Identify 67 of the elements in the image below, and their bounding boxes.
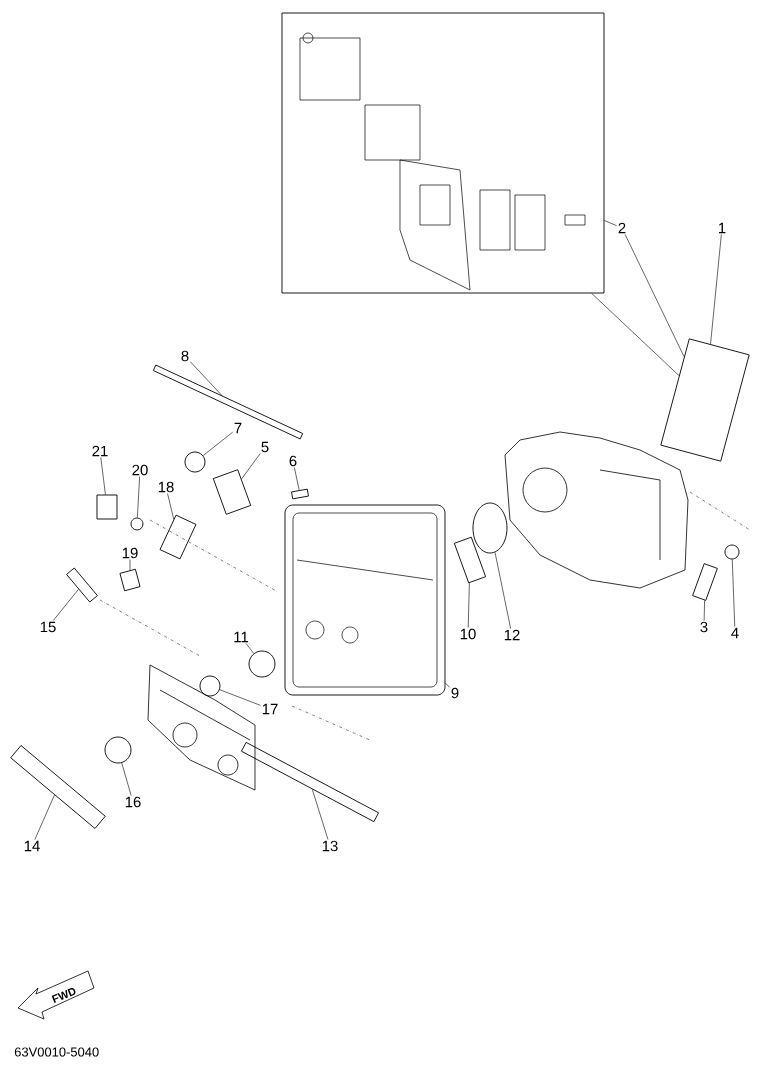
- joint-drawing: [184, 451, 206, 473]
- callout-number: 6: [289, 455, 297, 467]
- callout-number: 1: [719, 222, 726, 234]
- callout-number: 20: [132, 464, 148, 476]
- leader-line: [591, 293, 680, 376]
- inset-frame: [281, 12, 605, 294]
- leader-line: [219, 689, 261, 706]
- rod-drawing: [152, 364, 304, 440]
- arrow-label: FWD: [51, 988, 76, 1003]
- callout-number: 19: [122, 547, 138, 559]
- leader-line: [703, 600, 705, 621]
- leader-line: [202, 431, 233, 456]
- callout-number: 17: [262, 703, 278, 715]
- leader-line: [445, 682, 450, 688]
- pin-drawing: [291, 488, 309, 500]
- callout-number: 15: [40, 621, 56, 633]
- bolt-drawing: [241, 741, 379, 823]
- callout-number: 16: [125, 796, 141, 808]
- leader-line: [34, 794, 55, 840]
- bolt-drawing: [692, 563, 718, 601]
- washer-drawing: [724, 544, 740, 560]
- leader-line: [710, 234, 722, 345]
- callout-number: 11: [234, 631, 248, 643]
- callout-number: 9: [451, 687, 459, 699]
- callout-number: 14: [24, 840, 40, 852]
- lever-drawing: [159, 514, 197, 560]
- leader-line: [190, 361, 222, 396]
- callout-number: 10: [460, 628, 476, 640]
- muffler-drawing: [284, 504, 446, 696]
- leader-line: [312, 789, 329, 840]
- callout-number: 8: [181, 350, 189, 362]
- leader-line: [167, 493, 174, 520]
- leader-line: [241, 453, 261, 480]
- reed-valve-drawing: [660, 338, 750, 462]
- callout-number: 21: [92, 445, 108, 457]
- leader-line: [121, 762, 132, 796]
- callout-number: 4: [731, 627, 739, 639]
- leader-line: [137, 476, 140, 518]
- callout-number: 7: [234, 422, 242, 434]
- leader-line: [52, 589, 79, 621]
- leader-line: [245, 643, 255, 654]
- plug-drawing: [104, 736, 132, 764]
- bolt-drawing: [453, 536, 487, 584]
- link-drawing: [119, 568, 141, 592]
- leader-line: [294, 467, 300, 491]
- leader-line: [731, 559, 736, 627]
- leader-line: [494, 552, 511, 629]
- leader-line: [129, 559, 131, 571]
- callout-number: 12: [504, 629, 520, 641]
- part-code: 63V0010-5040: [14, 1047, 99, 1057]
- callout-number: 18: [158, 481, 174, 493]
- o-ring-drawing: [472, 502, 508, 554]
- hose-drawing: [66, 567, 98, 603]
- leader-line: [604, 220, 617, 226]
- callout-number: 5: [261, 441, 269, 453]
- callout-number: 2: [618, 222, 626, 234]
- clip-drawing: [199, 675, 221, 697]
- callout-number: 3: [700, 621, 708, 633]
- leader-line: [100, 457, 106, 495]
- leader-line: [624, 234, 685, 357]
- leader-line: [467, 582, 470, 628]
- washer-drawing: [130, 517, 144, 531]
- pin-drawing: [10, 745, 106, 829]
- plug-drawing: [248, 650, 276, 678]
- lever-drawing: [212, 469, 252, 515]
- callout-number: 13: [322, 840, 338, 852]
- bolt-drawing: [96, 494, 118, 520]
